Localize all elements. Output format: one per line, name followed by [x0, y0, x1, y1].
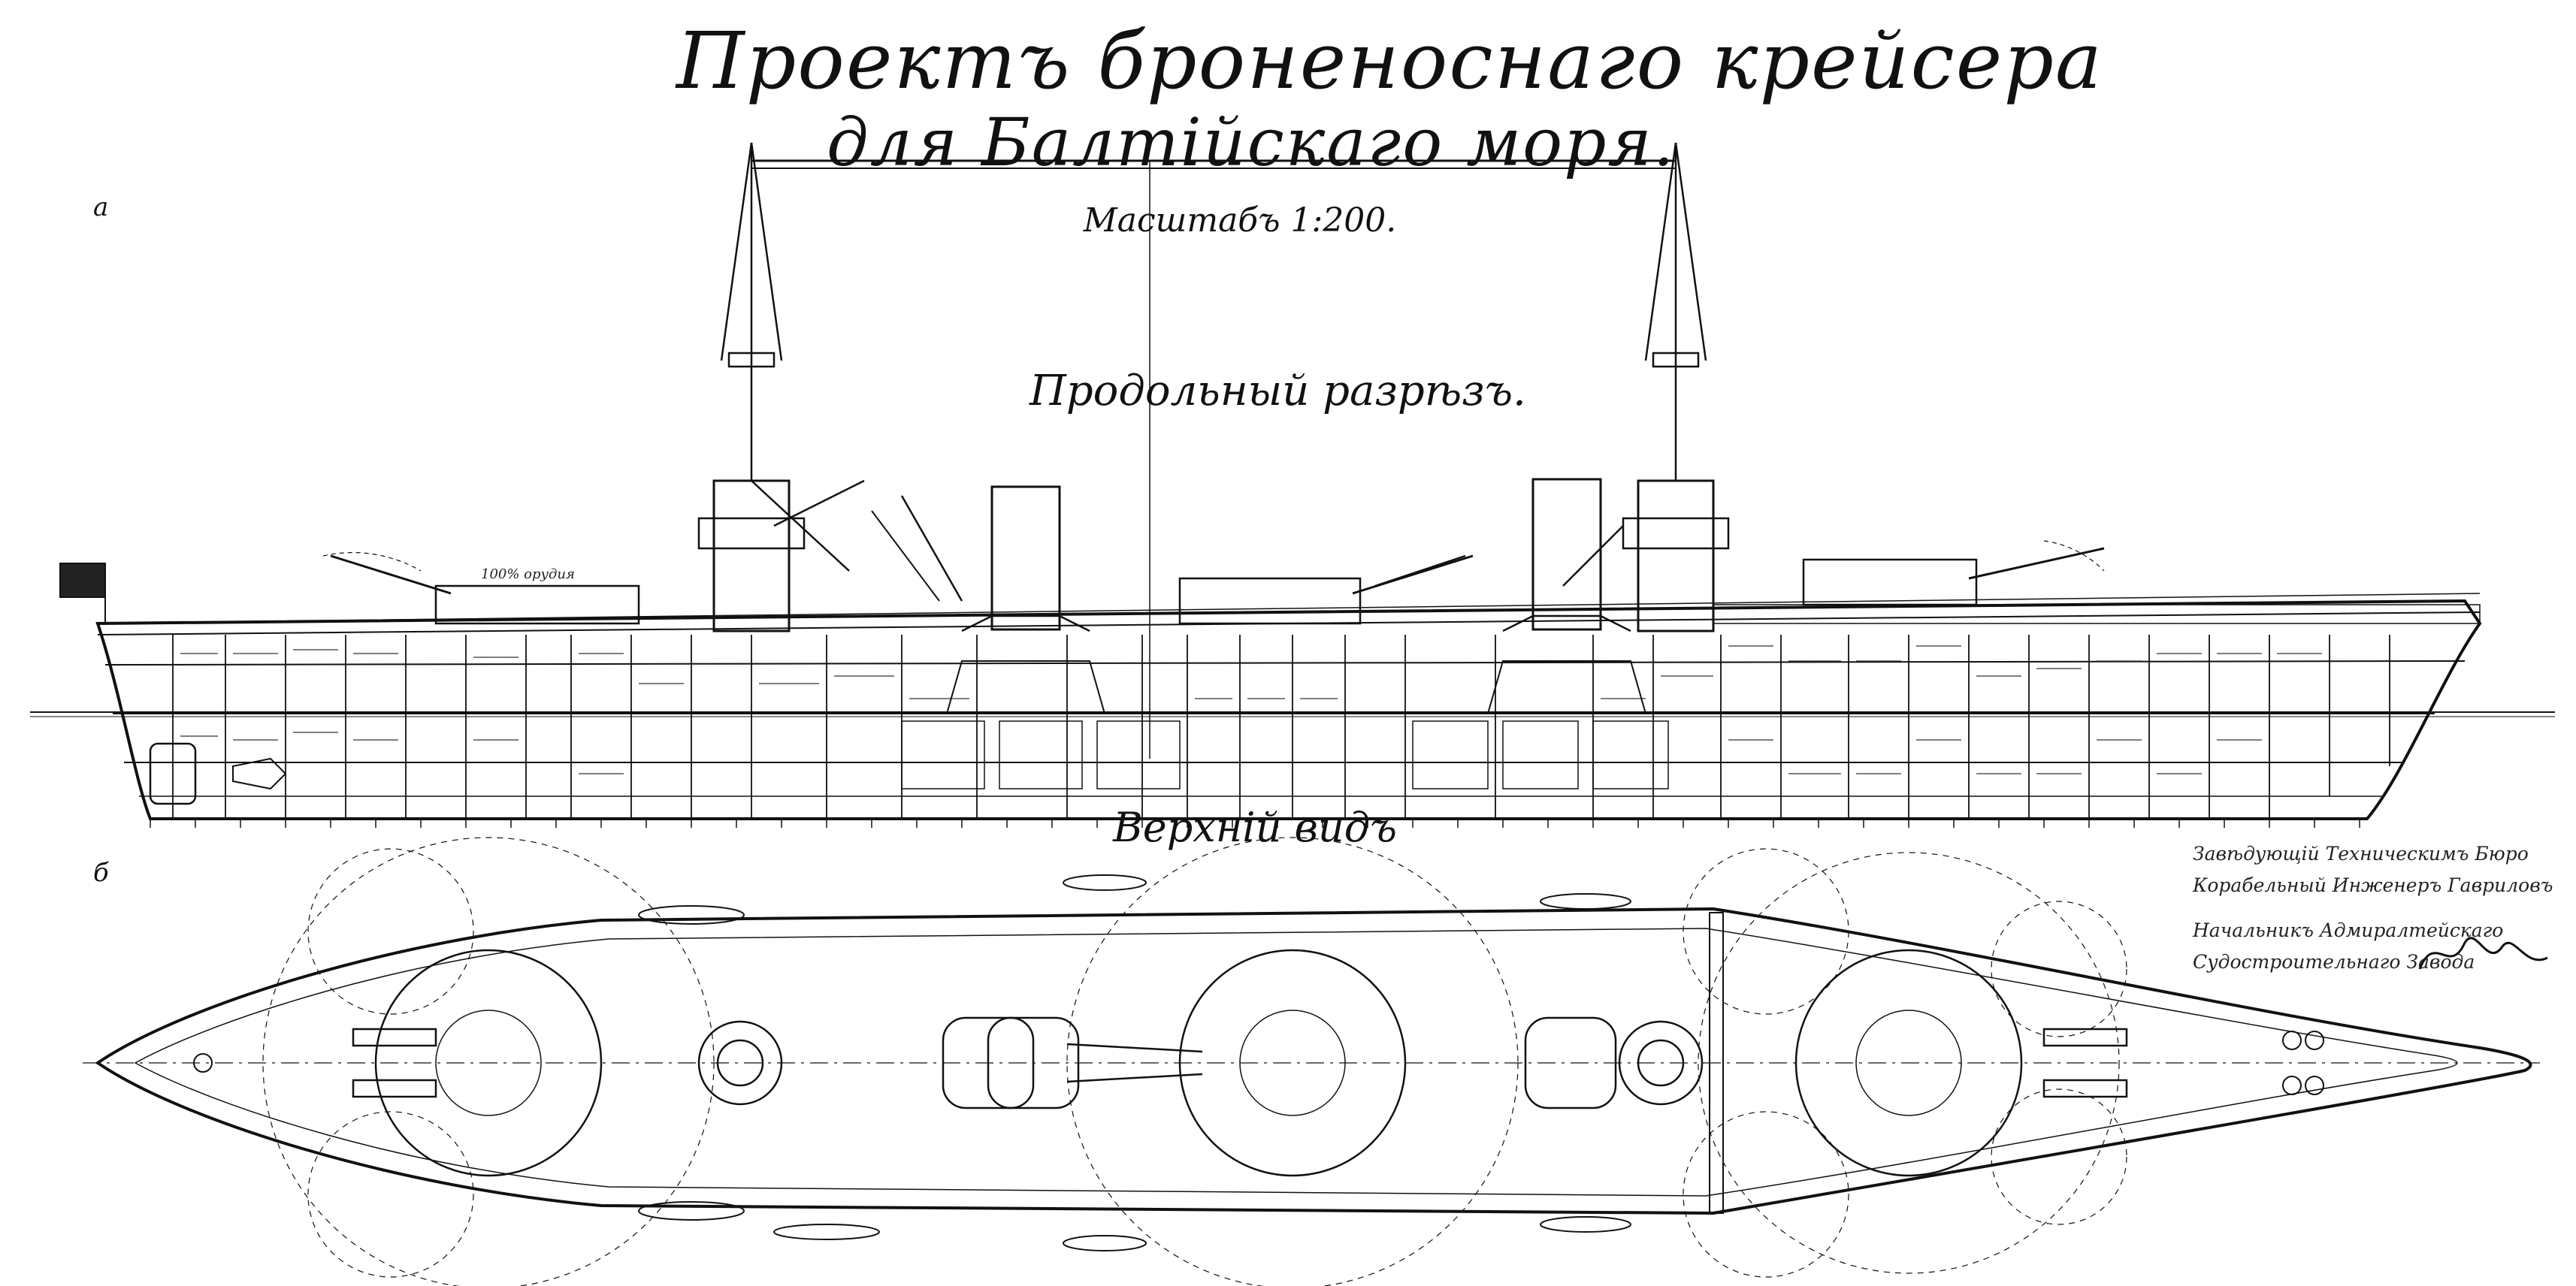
turret-aft [1794, 949, 2128, 1177]
funnels-plan [697, 1016, 1704, 1109]
ensign-flag [59, 563, 106, 623]
bow-fittings [193, 1031, 2324, 1095]
turret-note: 100% орудия [481, 566, 575, 582]
turret-mid [1066, 949, 1407, 1177]
frame-ticks [150, 819, 2360, 828]
figure-label-a: а [93, 192, 109, 222]
turret-fore [352, 949, 603, 1177]
scale-label: Масштабъ 1:200. [1083, 201, 1397, 240]
aerial-wire [751, 159, 1676, 759]
longitudinal-section [30, 142, 2555, 828]
figure-label-b: б [93, 858, 109, 888]
signature-line-1: Завѣдующій Техническимъ Бюро [2193, 843, 2529, 865]
rudder [149, 742, 197, 805]
fore-turret-house [434, 584, 640, 625]
top-view-label: Верхній видъ [1113, 804, 1397, 851]
aft-turret-house [1802, 558, 1978, 606]
bulkheads [172, 635, 2390, 819]
top-view [83, 837, 2540, 1286]
signature-line-2: Корабельный Инженеръ Гавриловъ [2193, 874, 2553, 896]
funnel-aft [1531, 478, 1602, 631]
funnel-fore [990, 485, 1061, 631]
hull-plan-outline [95, 907, 2532, 1215]
arcs-of-fire [262, 837, 2127, 1286]
compartment-labels [180, 645, 2322, 774]
boats [638, 874, 1631, 1251]
fore-mast [697, 142, 865, 632]
longitudinal-section-label: Продольный разрѣзъ. [1029, 367, 1526, 415]
hull-outline [95, 599, 2482, 820]
propeller [232, 757, 287, 790]
main-mast [1562, 142, 1730, 632]
signature-line-3: Начальникъ Адмиралтейскаго [2193, 919, 2504, 941]
signature-scribble [2418, 937, 2548, 970]
midship-turret-house [1178, 577, 1362, 625]
